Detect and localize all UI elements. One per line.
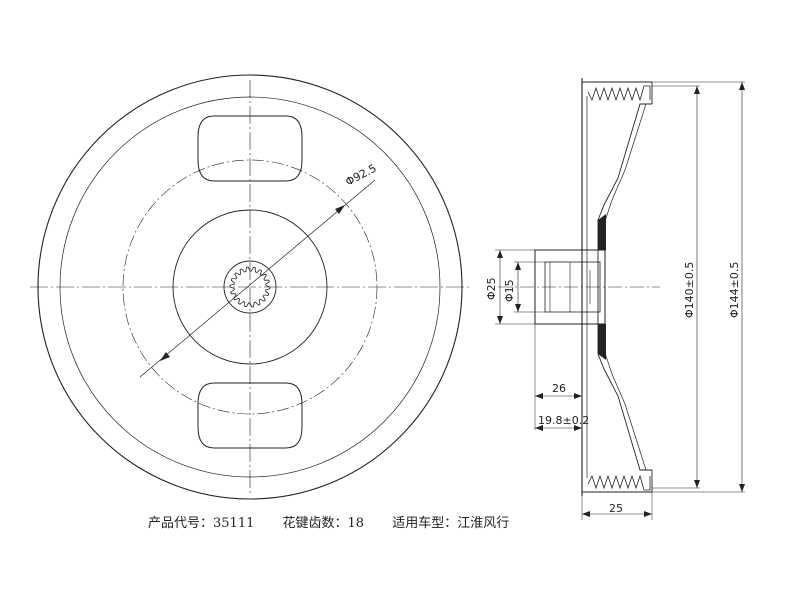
dim-d92: Φ92.5 [343,162,378,189]
top-teeth [587,85,651,102]
caption: 产品代号：35111 花键齿数：18 适用车型：江淮风行 [148,512,533,531]
lower-slot [197,382,303,449]
dim-d15: Φ15 [503,279,516,302]
front-view [30,74,472,500]
vehicle-model: 适用车型：江淮风行 [392,516,510,531]
dim-d25: Φ25 [485,277,498,300]
dim-d144: Φ144±0.5 [728,262,741,318]
cone-top-inner [603,103,647,225]
cone-top-outer [597,103,652,221]
weld-top [598,214,606,250]
dim-25: 25 [609,502,623,515]
arrow-d92-top [335,205,345,214]
product-code: 产品代号：35111 [148,516,255,531]
cone-bot-outer [597,353,652,471]
d92-leader [139,179,376,378]
bottom-teeth [587,474,651,491]
spline-teeth-count: 花键齿数：18 [282,516,365,531]
dim-arrows [497,82,745,517]
dim-d140: Φ140±0.5 [683,262,696,318]
dim-19-8: 19.8±0.2 [538,414,589,427]
weld-bot [598,324,606,360]
upper-slot [197,115,303,182]
dim-26: 26 [552,382,566,395]
section-view [495,78,745,520]
arrow-d92-bot [160,352,170,361]
cone-bot-inner [603,349,647,471]
